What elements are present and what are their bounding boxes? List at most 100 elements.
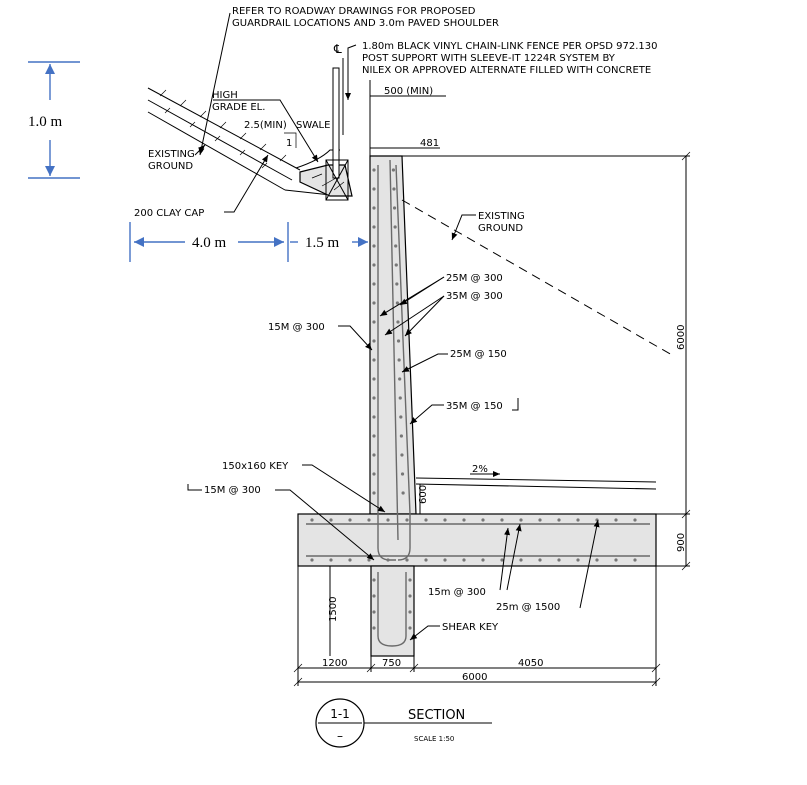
dim-4050: 4050 <box>518 658 543 669</box>
existing-ground-right-2: GROUND <box>478 223 523 234</box>
rebar-dot <box>396 320 400 324</box>
section-title: SECTION <box>408 708 465 723</box>
rebar-label-25m-300: 25M @ 300 <box>446 273 503 284</box>
dim-500-min: 500 (MIN) <box>384 86 433 97</box>
rebar-dot <box>348 558 352 562</box>
swale-label: SWALE <box>296 120 330 131</box>
rebar-dot <box>408 578 412 582</box>
rebar-dot <box>329 518 333 522</box>
rebar-dot <box>405 558 409 562</box>
rebar-dot <box>408 626 412 630</box>
rebar-dot <box>372 358 376 362</box>
annotation-1-5m: 1.5 m <box>305 235 340 251</box>
rebar-dot <box>391 168 396 172</box>
dim-481: 481 <box>420 138 439 149</box>
rebar-dot <box>386 518 390 522</box>
centerline-symbol: ℄ <box>333 42 342 56</box>
rebar-dot <box>372 415 376 419</box>
rebar-dot <box>400 472 405 476</box>
rebar-dot <box>367 558 371 562</box>
rebar-dot <box>396 339 401 343</box>
rebar-dot <box>392 187 396 191</box>
rebar-label-15m-300-footing-bottom: 15m @ 300 <box>428 587 486 598</box>
rebar-dot <box>372 434 376 438</box>
rebar-dot <box>310 558 314 562</box>
rebar-dot <box>614 558 618 562</box>
key-label: 150x160 KEY <box>222 461 289 472</box>
rebar-dot <box>372 168 376 172</box>
rebar-dot <box>557 558 561 562</box>
rebar-dot <box>408 594 412 598</box>
roadway-note-line1: REFER TO ROADWAY DRAWINGS FOR PROPOSED <box>232 6 476 17</box>
rebar-dot <box>462 558 466 562</box>
rebar-15m-300-hook <box>187 484 202 491</box>
rebar-label-15m-300-footing: 15M @ 300 <box>204 485 261 496</box>
rebar-dot <box>372 244 376 248</box>
rebar-dot <box>372 225 376 229</box>
clay-cap-label: 200 CLAY CAP <box>134 208 204 219</box>
section-title-block: 1-1 – SECTION SCALE 1:50 <box>315 698 492 748</box>
high-grade-label-1: HIGH <box>212 90 238 101</box>
rebar-dot <box>401 491 405 495</box>
rebar-dot <box>424 558 428 562</box>
section-scale: SCALE 1:50 <box>414 735 454 743</box>
rebar-dot <box>576 558 580 562</box>
rebar-dot <box>372 594 376 598</box>
rebar-dot <box>393 225 397 229</box>
rebar-dot <box>372 396 376 400</box>
existing-ground-right <box>401 199 673 356</box>
rebar-dot <box>443 558 447 562</box>
slope-one-label: 1 <box>286 138 292 149</box>
rebar-dot <box>372 282 376 286</box>
rebar-dot <box>538 558 542 562</box>
rebar-dot <box>372 472 376 476</box>
rebar-dot <box>310 518 314 522</box>
rebar-dot <box>557 518 561 522</box>
dimension-lines <box>293 80 691 687</box>
rebar-dot <box>397 358 401 362</box>
rebar-dot <box>386 558 390 562</box>
rebar-dot <box>399 434 403 438</box>
rebar-dot <box>372 377 376 381</box>
slope-percent-label: 2% <box>472 464 488 475</box>
rebar-dot <box>372 453 376 457</box>
backfill-surface <box>415 471 657 490</box>
rebar-dot <box>372 206 376 210</box>
rebar-dot <box>398 377 402 381</box>
rebar-dot <box>481 558 485 562</box>
rebar-label-15m-300-stem: 15M @ 300 <box>268 322 325 333</box>
rebar-dot <box>394 263 398 267</box>
rebar-dot <box>500 558 504 562</box>
fence-note-line2: POST SUPPORT WITH SLEEVE-IT 1224R SYSTEM… <box>362 53 616 64</box>
high-grade-label-2: GRADE EL. <box>212 102 265 113</box>
rebar-dot <box>394 244 398 248</box>
rebar-dot <box>372 626 376 630</box>
rebar-dot <box>519 518 523 522</box>
slope-ratio-label: 2.5(MIN) <box>244 120 287 131</box>
annotation-1m: 1.0 m <box>28 114 63 130</box>
rebar-dot <box>367 518 371 522</box>
rebar-dot <box>395 301 400 305</box>
section-sheet: – <box>337 729 343 743</box>
dim-750: 750 <box>382 658 401 669</box>
fence-note-line3: NILEX OR APPROVED ALTERNATE FILLED WITH … <box>362 65 651 76</box>
leaders <box>187 12 600 641</box>
rebar-dot <box>462 518 466 522</box>
rebar-dot <box>372 263 376 267</box>
rebar-dot <box>443 518 447 522</box>
rebar-dot <box>372 339 376 343</box>
existing-ground-right-1: EXISTING <box>478 211 525 222</box>
dim-6000-vertical: 6000 <box>676 325 687 350</box>
fence-note-line1: 1.80m BLACK VINYL CHAIN-LINK FENCE PER O… <box>362 41 657 52</box>
rebar-dot <box>633 518 637 522</box>
slope-triangle <box>284 132 297 148</box>
rebar-dot <box>408 610 412 614</box>
footing <box>297 513 657 567</box>
rebar-dot <box>395 282 399 286</box>
rebar-label-35m-300: 35M @ 300 <box>446 291 503 302</box>
rebar-label-35m-150: 35M @ 150 <box>446 401 503 412</box>
rebar-dot <box>372 578 376 582</box>
rebar-dot <box>372 320 376 324</box>
fence-post <box>325 67 349 201</box>
